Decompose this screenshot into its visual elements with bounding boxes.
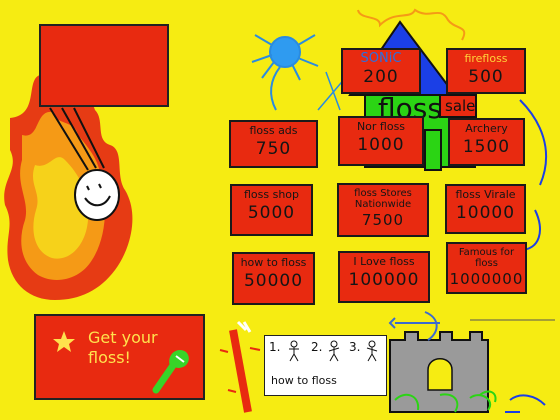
shop-item-name: I Love floss xyxy=(353,255,415,268)
shop-item-price: 7500 xyxy=(361,211,405,229)
shop-item-name: firefloss xyxy=(464,52,508,65)
shop-item-price: 500 xyxy=(468,67,504,87)
step-number: 3. xyxy=(349,340,361,354)
how-to-floss-card[interactable]: 1. 2. 3. how to floss xyxy=(264,335,387,396)
floss-counter-box xyxy=(39,24,169,107)
shop-item-name: floss Virale xyxy=(455,188,516,201)
shop-item-floss-viral[interactable]: floss Virale 10000 xyxy=(445,184,526,234)
shop-item-floss-stores[interactable]: floss Stores Nationwide 7500 xyxy=(337,183,429,237)
shop-item-price: 1500 xyxy=(462,137,511,157)
stick-figure-icon xyxy=(289,340,299,362)
spider-icon xyxy=(251,34,319,111)
castle xyxy=(389,331,491,413)
shop-item-name: Nor floss xyxy=(356,120,406,133)
bow-and-arrow-icon xyxy=(388,311,555,341)
shop-item-name: SONiC xyxy=(360,51,402,66)
shop-item-archery[interactable]: Archery 1500 xyxy=(448,118,525,166)
shop-item-name: Archery xyxy=(465,122,508,135)
sale-tag: sale xyxy=(445,97,476,115)
shop-item-name: floss shop xyxy=(243,188,300,201)
shop-item-name: how to floss xyxy=(240,256,307,269)
scribble-decor xyxy=(479,390,546,413)
shop-item-sonic[interactable]: SONiC 200 xyxy=(341,48,421,94)
shop-item-famous-for-floss[interactable]: Famous for floss 1000000 xyxy=(446,242,527,294)
shop-item-price: 200 xyxy=(363,67,399,87)
shop-item-price: 5000 xyxy=(247,203,296,223)
flame-icon xyxy=(4,75,133,300)
shop-item-floss-shop[interactable]: floss shop 5000 xyxy=(230,184,313,236)
shop-item-price: 1000 xyxy=(357,135,405,155)
get-floss-button[interactable]: Get your floss! xyxy=(34,314,205,400)
shop-item-price: 50000 xyxy=(243,271,304,291)
floss-stick xyxy=(219,320,261,413)
get-floss-label: Get your floss! xyxy=(88,328,158,367)
floss-pick-icon xyxy=(152,349,189,394)
shop-item-nor-floss[interactable]: Nor floss 1000 xyxy=(338,116,424,166)
shop-item-name: Famous for floss xyxy=(458,247,515,269)
shop-item-firefloss[interactable]: firefloss 500 xyxy=(446,48,526,94)
shop-item-price: 750 xyxy=(255,139,292,159)
shop-item-price: 1000000 xyxy=(449,270,524,288)
stick-figure-icon xyxy=(328,340,340,362)
floss-face xyxy=(49,107,120,221)
step-number: 1. xyxy=(269,340,281,354)
shop-item-how-to-floss[interactable]: how to floss 50000 xyxy=(232,252,315,305)
shop-item-price: 10000 xyxy=(455,203,516,223)
shop-item-floss-ads[interactable]: floss ads 750 xyxy=(229,120,318,168)
stick-figure-icon xyxy=(366,340,378,362)
star-icon xyxy=(53,331,75,352)
howto-caption: how to floss xyxy=(271,374,337,387)
shop-item-i-love-floss[interactable]: I Love floss 100000 xyxy=(338,251,430,303)
shop-item-price: 100000 xyxy=(348,270,420,290)
step-number: 2. xyxy=(311,340,323,354)
shop-item-name: floss ads xyxy=(249,124,298,137)
shop-item-name: floss Stores Nationwide xyxy=(354,188,412,210)
